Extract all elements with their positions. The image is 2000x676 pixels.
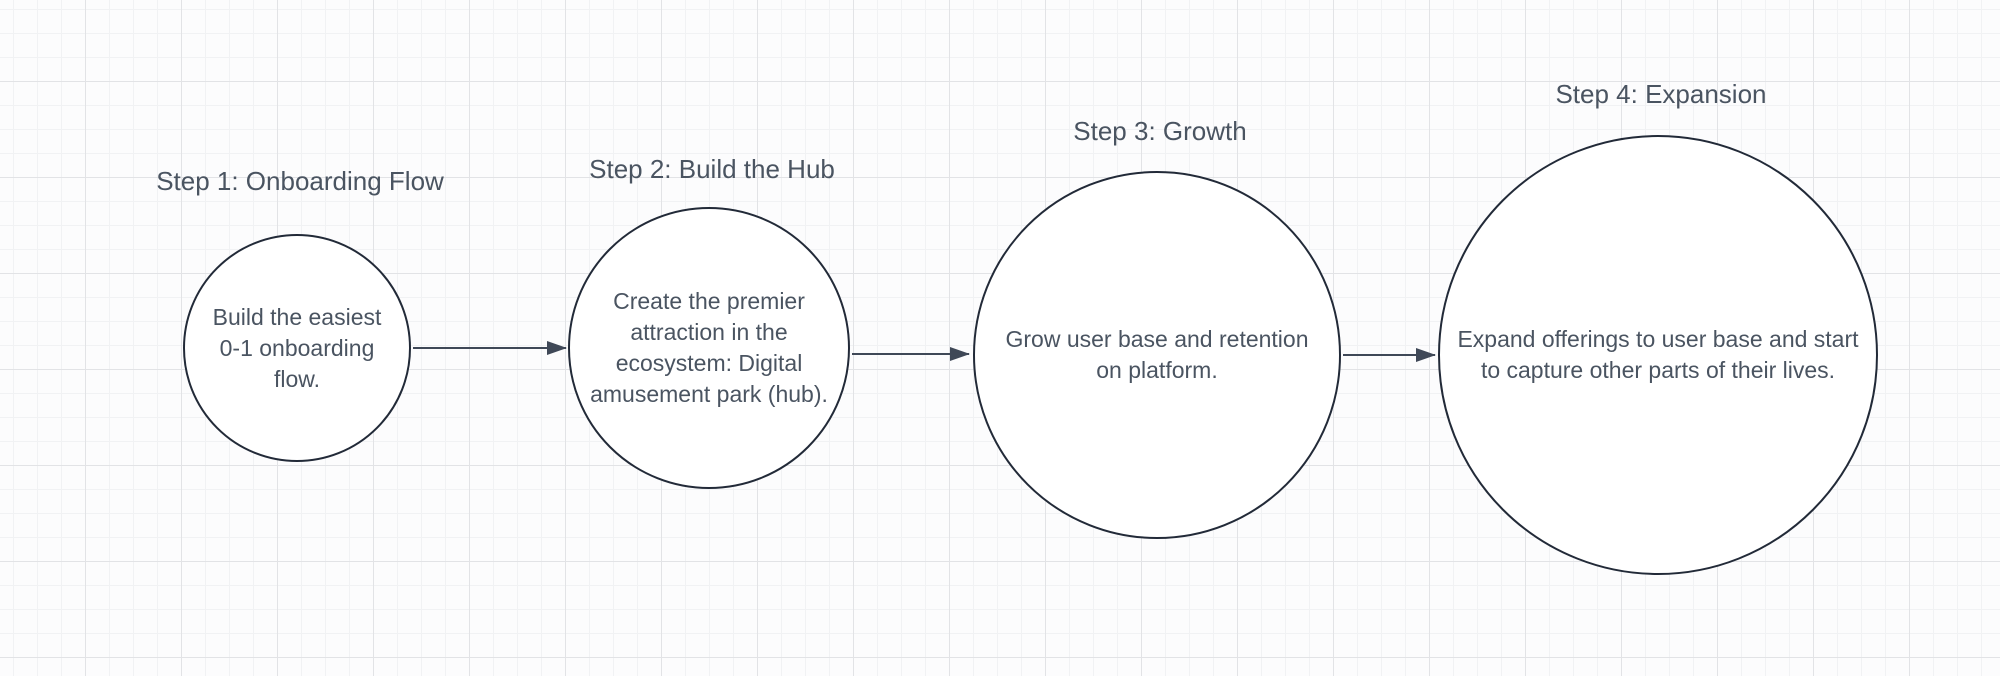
step-3-shape[interactable]: Grow user base and retention on platform… <box>973 171 1341 539</box>
step-2-title[interactable]: Step 2: Build the Hub <box>589 154 835 184</box>
step-2-label: Create the premier attraction in the eco… <box>590 288 828 407</box>
step-4-title[interactable]: Step 4: Expansion <box>1555 79 1767 109</box>
step-1-label: Build the easiest 0-1 onboarding flow. <box>212 303 382 392</box>
step-4-shape[interactable]: Expand offerings to user base and start … <box>1438 135 1878 575</box>
step-1-shape[interactable]: Build the easiest 0-1 onboarding flow. <box>183 234 411 462</box>
step-3-label: Grow user base and retention on platform… <box>1005 326 1309 383</box>
step-4-label: Expand offerings to user base and start … <box>1457 326 1859 383</box>
step-2-shape[interactable]: Create the premier attraction in the eco… <box>568 207 850 489</box>
step-1-title[interactable]: Step 1: Onboarding Flow <box>156 166 444 196</box>
step-3-title[interactable]: Step 3: Growth <box>1073 116 1247 146</box>
